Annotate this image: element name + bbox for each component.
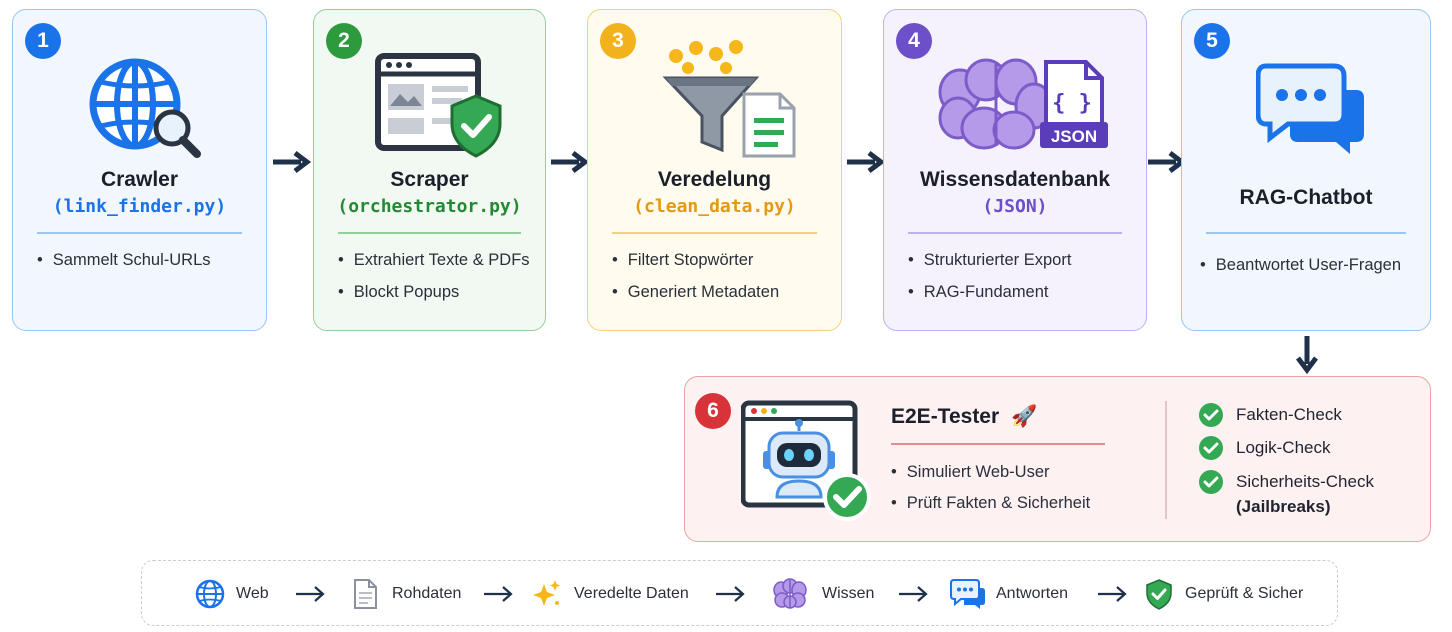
step-bullets: Filtert Stopwörter Generiert Metadaten <box>612 244 779 308</box>
flow-item-geprueft-sicher: Geprüft & Sicher <box>1145 561 1303 627</box>
step-bullets: Strukturierter Export RAG-Fundament <box>908 244 1072 308</box>
flow-arrow-icon <box>899 586 928 602</box>
robot-browser-check-icon <box>741 400 871 521</box>
bullet-item: Prüft Fakten & Sicherheit <box>891 488 1090 519</box>
check-note: (Jailbreaks) <box>1236 497 1331 516</box>
bullet-item: Beantwortet User-Fragen <box>1200 249 1401 281</box>
step-number-badge: 2 <box>326 23 362 59</box>
vertical-divider <box>1165 401 1167 519</box>
divider <box>891 443 1105 445</box>
step-number-badge: 4 <box>896 23 932 59</box>
flow-item-antworten: Antworten <box>950 561 1068 627</box>
arrow-right-icon <box>1148 151 1186 173</box>
bullet-item: Filtert Stopwörter <box>612 244 779 276</box>
step-subtitle: (JSON) <box>982 196 1048 217</box>
step-subtitle: (clean_data.py) <box>633 196 796 217</box>
rocket-icon: 🚀 <box>1011 405 1038 428</box>
step-number-badge: 1 <box>25 23 61 59</box>
funnel-document-icon <box>662 40 796 158</box>
step-bullets: Sammelt Schul-URLs <box>37 244 211 276</box>
globe-search-icon <box>89 58 201 158</box>
check-circle-icon <box>1199 403 1223 427</box>
step-subtitle: (orchestrator.py) <box>337 196 522 217</box>
sparkles-icon <box>533 580 560 606</box>
step-card-e2e-tester: 6 E2E-Tester 🚀 Simuliert Web-User Prüft … <box>684 376 1431 542</box>
arrow-down-icon <box>1296 336 1318 374</box>
json-tag-label: JSON <box>1051 127 1097 146</box>
step-card-scraper: 2 Scraper (orchestrator.py) Extrahiert T… <box>313 9 546 331</box>
flow-item-web: Web <box>194 561 269 627</box>
check-label: Sicherheits-Check <box>1236 472 1374 491</box>
divider <box>1206 232 1406 234</box>
step-title: Veredelung <box>657 168 772 191</box>
step-number-badge: 6 <box>695 393 731 429</box>
globe-icon <box>195 579 225 609</box>
arrow-right-icon <box>273 151 311 173</box>
check-item-sicherheit: Sicherheits-Check (Jailbreaks) <box>1198 469 1374 519</box>
document-icon <box>354 579 377 609</box>
shield-check-icon <box>1146 579 1172 610</box>
step-title: Wissensdatenbank <box>919 168 1111 191</box>
step-card-rag-chatbot: 5 RAG-Chatbot Beantwortet User-Fragen <box>1181 9 1431 331</box>
divider <box>908 232 1122 234</box>
step-bullets: Beantwortet User-Fragen <box>1200 249 1401 281</box>
divider <box>612 232 817 234</box>
step-card-veredelung: 3 Veredelung (clean_data.py) Filtert Sto… <box>587 9 842 331</box>
flow-arrow-icon <box>716 586 745 602</box>
brain-json-icon: { } JSON <box>938 58 1108 150</box>
tester-title: E2E-Tester 🚀 <box>891 405 1038 428</box>
bullet-item: Blockt Popups <box>338 276 530 308</box>
bullet-item: Simuliert Web-User <box>891 457 1090 488</box>
step-title: RAG-Chatbot <box>1239 186 1373 209</box>
bullet-item: Extrahiert Texte & PDFs <box>338 244 530 276</box>
step-subtitle: (link_finder.py) <box>52 196 227 217</box>
data-flow-legend: Web Rohdaten Veredelte Daten <box>141 560 1338 626</box>
tester-bullets: Simuliert Web-User Prüft Fakten & Sicher… <box>891 457 1090 519</box>
step-bullets: Extrahiert Texte & PDFs Blockt Popups <box>338 244 530 308</box>
arrow-right-icon <box>551 151 589 173</box>
bullet-item: Generiert Metadaten <box>612 276 779 308</box>
step-title: Crawler <box>100 168 179 191</box>
flow-item-veredelte-daten: Veredelte Daten <box>530 561 689 627</box>
step-card-wissensdatenbank: 4 { } JSON Wissensdatenbank (JSON) Struk… <box>883 9 1147 331</box>
step-number-badge: 5 <box>1194 23 1230 59</box>
bullet-item: Sammelt Schul-URLs <box>37 244 211 276</box>
check-item-logik: Logik-Check <box>1198 435 1331 461</box>
divider <box>37 232 242 234</box>
step-number-badge: 3 <box>600 23 636 59</box>
bullet-item: RAG-Fundament <box>908 276 1071 308</box>
divider <box>338 232 521 234</box>
flow-item-rohdaten: Rohdaten <box>352 561 461 627</box>
chat-bubbles-icon <box>1256 63 1364 154</box>
flow-arrow-icon <box>484 586 513 602</box>
json-braces-label: { } <box>1052 91 1092 116</box>
flow-arrow-icon <box>1098 586 1127 602</box>
chat-icon <box>950 579 985 609</box>
check-circle-icon <box>1199 436 1223 460</box>
check-item-fakten: Fakten-Check <box>1198 402 1342 428</box>
browser-shield-icon <box>375 53 502 158</box>
arrow-right-icon <box>847 151 885 173</box>
check-circle-icon <box>1199 470 1223 494</box>
bullet-item: Strukturierter Export <box>908 244 1072 276</box>
step-card-crawler: 1 Crawler (link_finder.py) Sammelt Schul… <box>12 9 267 331</box>
step-title: Scraper <box>390 168 469 191</box>
flow-arrow-icon <box>296 586 325 602</box>
flow-item-wissen: Wissen <box>772 561 874 627</box>
brain-icon <box>773 578 807 609</box>
